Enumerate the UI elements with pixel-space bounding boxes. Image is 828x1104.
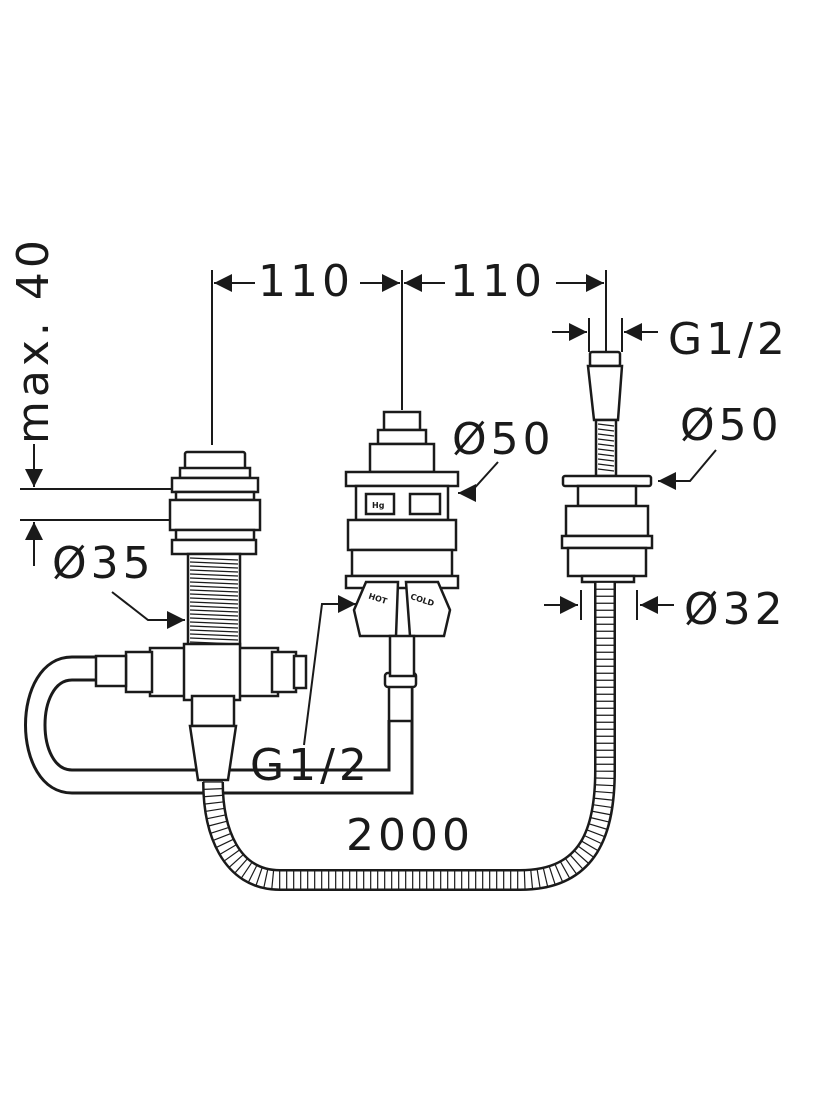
dim-left-spacing: 110: [258, 256, 354, 307]
dimension-lines: [20, 270, 717, 746]
right-hand-shower-unit: [560, 350, 654, 584]
center-mixing-valve: Hg HOT COLD: [344, 410, 460, 678]
valve-badge-label: Hg: [372, 501, 385, 510]
dim-left-diameter: Ø35: [52, 538, 155, 589]
dim-hose-length: 2000: [346, 810, 474, 861]
left-spout-unit: [94, 450, 308, 782]
dim-center-diameter: Ø50: [452, 414, 555, 465]
dimension-labels: 110 110 max. 40 Ø35 Ø50 Ø50 Ø32 G1/2 G1/…: [8, 236, 789, 861]
return-hose-loop: [24, 655, 418, 795]
hg-badge: [364, 492, 396, 516]
dim-right-spacing: 110: [450, 256, 546, 307]
dim-right-shaft-diameter: Ø32: [684, 584, 787, 635]
dim-top-thread: G1/2: [668, 314, 789, 365]
dim-right-diameter: Ø50: [680, 400, 783, 451]
shower-hose-2000: [202, 581, 616, 891]
dim-max-depth: max. 40: [8, 236, 59, 444]
dim-bottom-thread: G1/2: [250, 740, 371, 791]
